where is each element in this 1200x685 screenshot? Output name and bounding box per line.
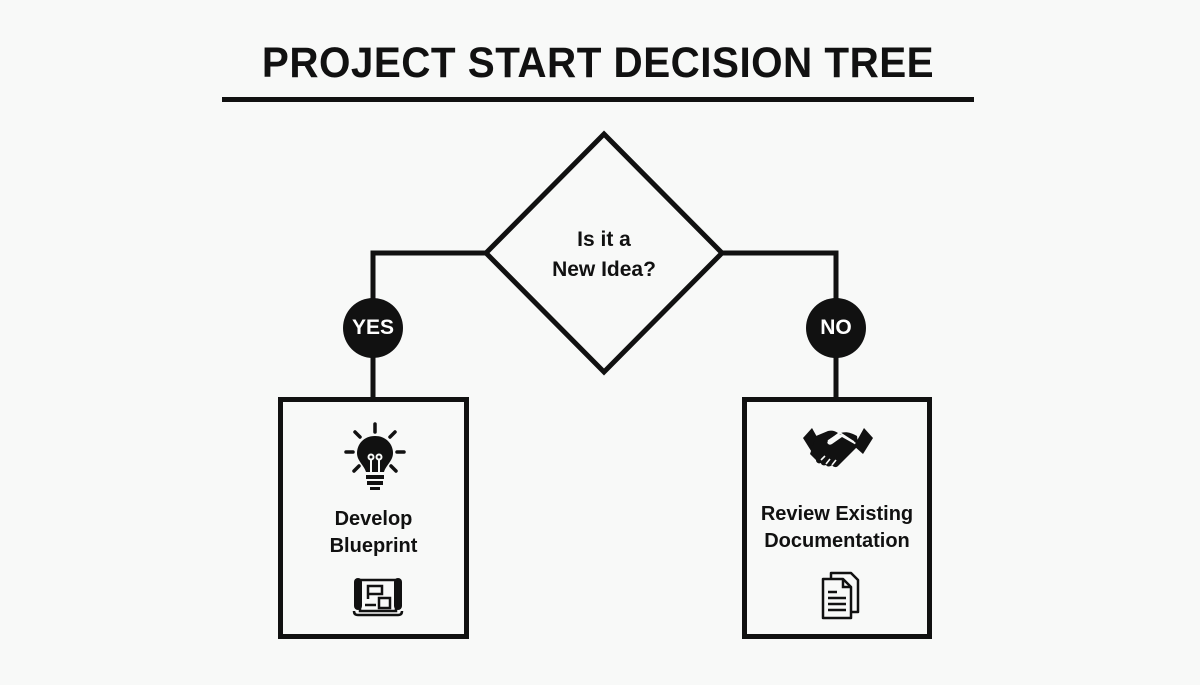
title-underline bbox=[222, 97, 974, 102]
documents-icon bbox=[821, 571, 860, 620]
lightbulb-icon bbox=[344, 422, 406, 490]
develop-blueprint-box: Develop Blueprint bbox=[278, 397, 469, 639]
diagram-title: PROJECT START DECISION TREE bbox=[261, 39, 935, 87]
decision-question: Is it a New Idea? bbox=[524, 225, 684, 285]
review-documentation-label: Review Existing Documentation bbox=[747, 501, 927, 555]
blueprint-scroll-icon bbox=[352, 578, 404, 617]
develop-blueprint-label: Develop Blueprint bbox=[283, 506, 464, 560]
yes-badge: YES bbox=[343, 298, 403, 358]
handshake-icon bbox=[803, 428, 873, 468]
decision-diamond bbox=[482, 130, 726, 376]
label-line-1: Review Existing bbox=[760, 503, 914, 525]
label-line-2: Blueprint bbox=[329, 535, 418, 557]
decision-line-1: Is it a bbox=[577, 228, 631, 251]
decision-line-2: New Idea? bbox=[552, 258, 656, 281]
label-line-2: Documentation bbox=[764, 530, 910, 552]
no-badge: NO bbox=[806, 298, 866, 358]
review-documentation-box: Review Existing Documentation bbox=[742, 397, 932, 639]
label-line-1: Develop bbox=[334, 508, 413, 530]
